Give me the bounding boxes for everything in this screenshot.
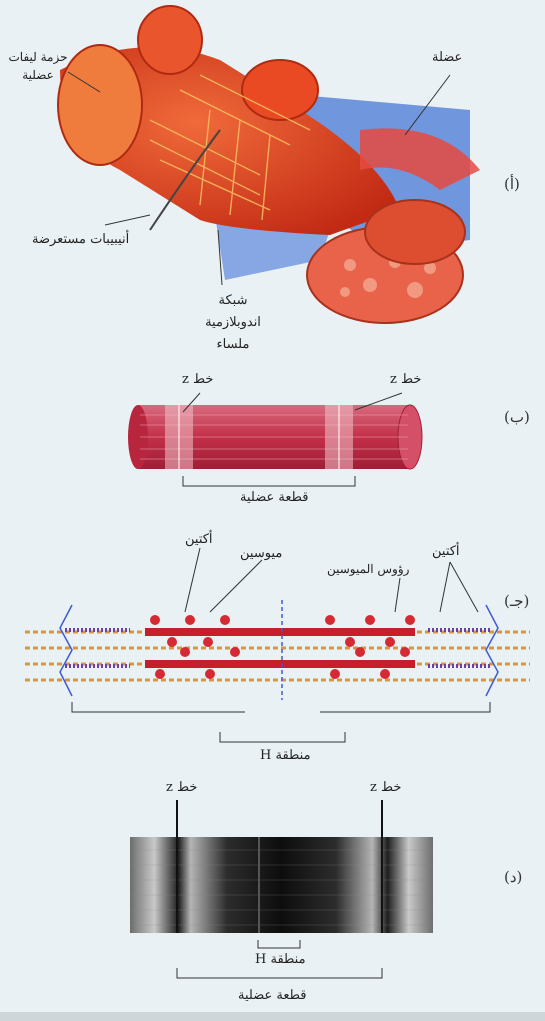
- label-z-line-d-right: خط z: [370, 780, 401, 795]
- label-z-line-d-left: خط z: [166, 780, 197, 795]
- panel-d-label: (د): [504, 868, 522, 886]
- label-h-zone-d: منطقة H: [255, 952, 306, 967]
- bottom-edge: [0, 1012, 545, 1021]
- label-sarcomere-d: قطعة عضلية: [238, 988, 306, 1003]
